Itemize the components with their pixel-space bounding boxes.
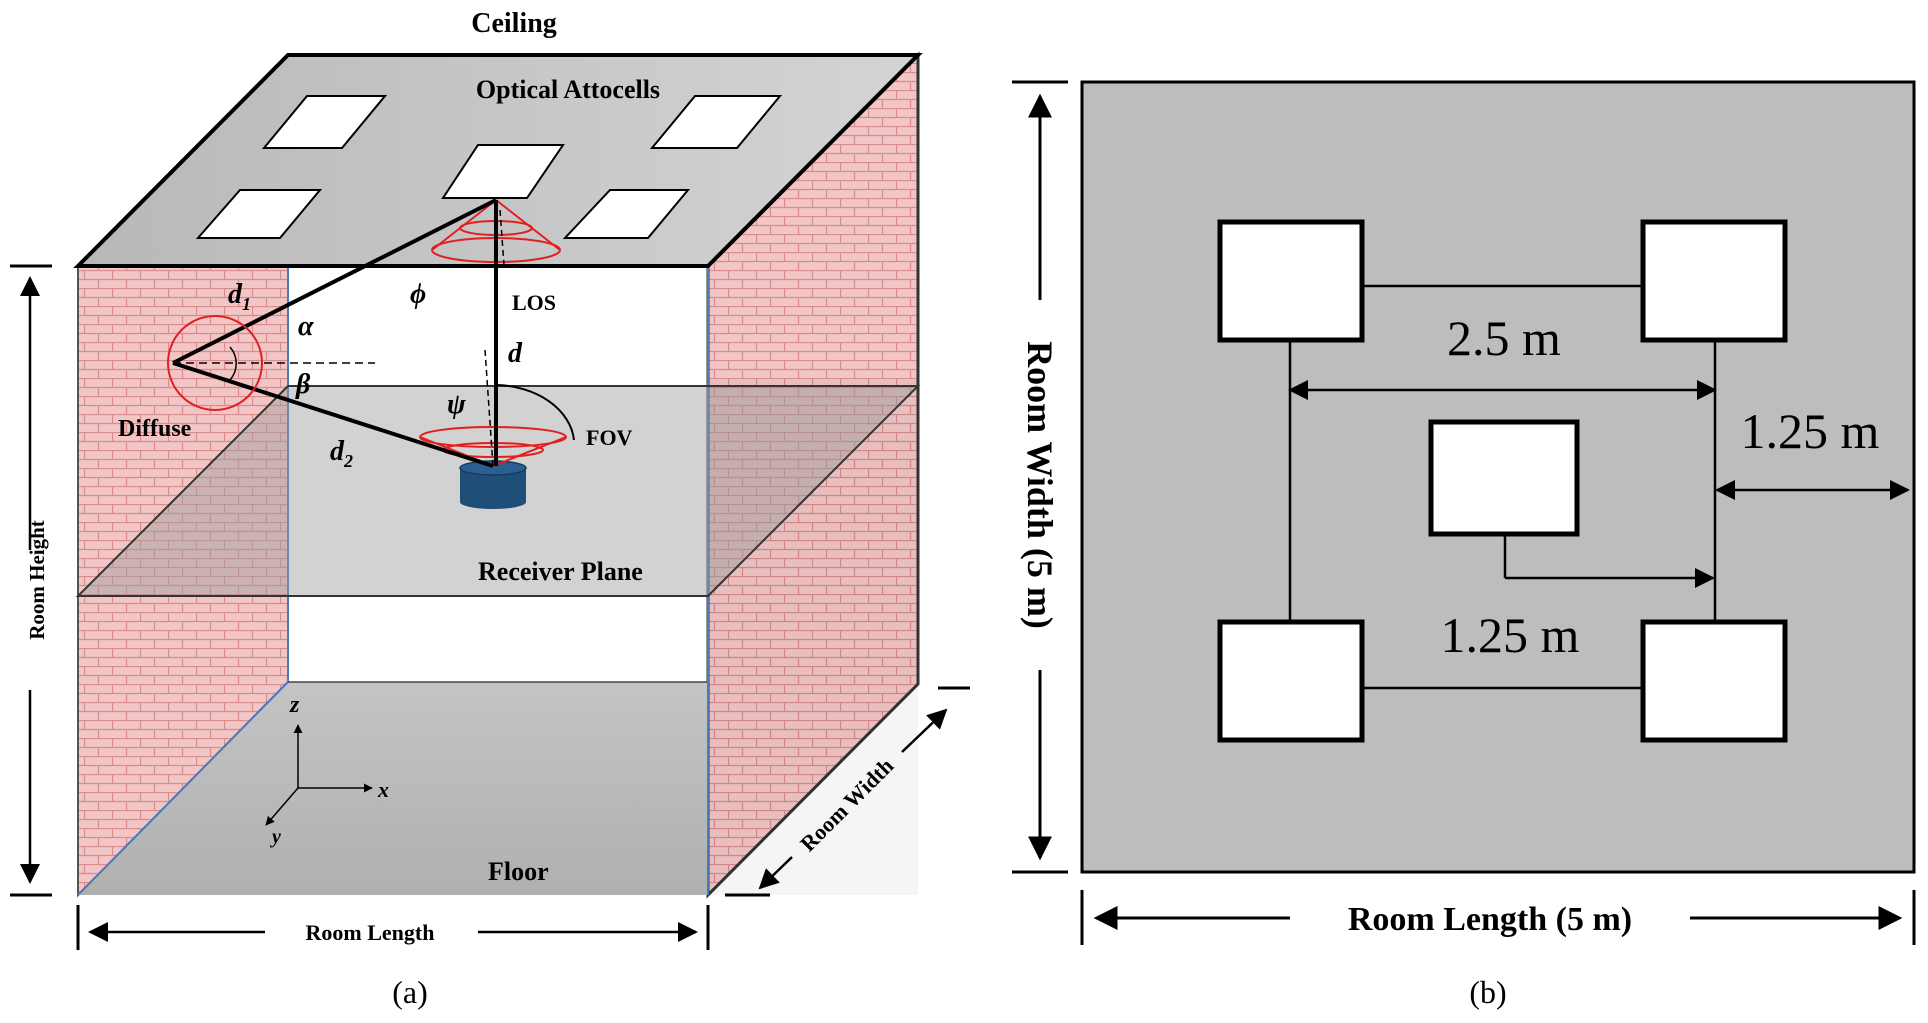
attocell-top-left bbox=[1217, 219, 1365, 343]
axis-y-label: y bbox=[270, 826, 281, 848]
symbol-psi: ψ bbox=[447, 389, 466, 420]
panel-b: 2.5 m 1.25 m 1.25 m Room Width (5 m) Roo… bbox=[1012, 80, 1916, 1010]
caption-a: (a) bbox=[392, 974, 428, 1010]
ceiling-label: Ceiling bbox=[471, 8, 557, 39]
symbol-beta: β bbox=[295, 369, 311, 400]
room-length-label: Room Length bbox=[306, 920, 435, 945]
room-height-label: Room Height bbox=[25, 520, 49, 640]
attocell-front-right bbox=[562, 189, 691, 239]
symbol-phi: ϕ bbox=[410, 279, 426, 310]
fov-label: FOV bbox=[586, 425, 633, 450]
coordinate-axes bbox=[265, 724, 373, 826]
attocell-back-right bbox=[649, 95, 783, 149]
attocell-center bbox=[441, 144, 565, 199]
room-width-arrow-bottom bbox=[758, 856, 793, 890]
optical-attocells-label: Optical Attocells bbox=[476, 75, 660, 104]
room-length-label-b: Room Length (5 m) bbox=[1348, 901, 1632, 938]
room-width-arrow-top bbox=[901, 708, 948, 753]
attocell-back-left bbox=[261, 95, 388, 149]
axis-z-label: z bbox=[289, 692, 300, 718]
symbol-alpha: α bbox=[298, 311, 314, 342]
dim-label-1-25m-center: 1.25 m bbox=[1441, 607, 1580, 663]
caption-b: (b) bbox=[1469, 974, 1506, 1010]
dim-label-2-5m: 2.5 m bbox=[1447, 310, 1561, 366]
symbol-d: d bbox=[508, 338, 523, 369]
symbol-d1: d1 bbox=[228, 279, 251, 314]
panel-a: Ceiling Optical Attocells LOS Diffuse FO… bbox=[10, 8, 970, 1010]
receiver-photodiode bbox=[459, 460, 527, 509]
floor-label: Floor bbox=[488, 857, 549, 886]
attocell-front-left bbox=[195, 189, 323, 239]
attocell-bottom-left bbox=[1217, 619, 1365, 743]
attocell-bottom-right bbox=[1640, 619, 1788, 743]
attocell-center bbox=[1428, 419, 1580, 537]
los-label: LOS bbox=[512, 290, 556, 315]
room-width-label-b: Room Width (5 m) bbox=[1020, 341, 1060, 629]
attocell-top-right bbox=[1640, 219, 1788, 343]
symbol-d2: d2 bbox=[330, 436, 353, 471]
dim-label-1-25m-right: 1.25 m bbox=[1741, 403, 1880, 459]
axis-x-label: x bbox=[377, 777, 389, 802]
diffuse-reflection-circle bbox=[167, 315, 263, 411]
diffuse-label: Diffuse bbox=[118, 416, 192, 442]
receiver-plane-label: Receiver Plane bbox=[478, 557, 643, 586]
diffuse-ray-d2 bbox=[172, 361, 494, 468]
diffuse-ray-d1 bbox=[172, 198, 497, 365]
fov-angle-arc bbox=[495, 384, 575, 441]
